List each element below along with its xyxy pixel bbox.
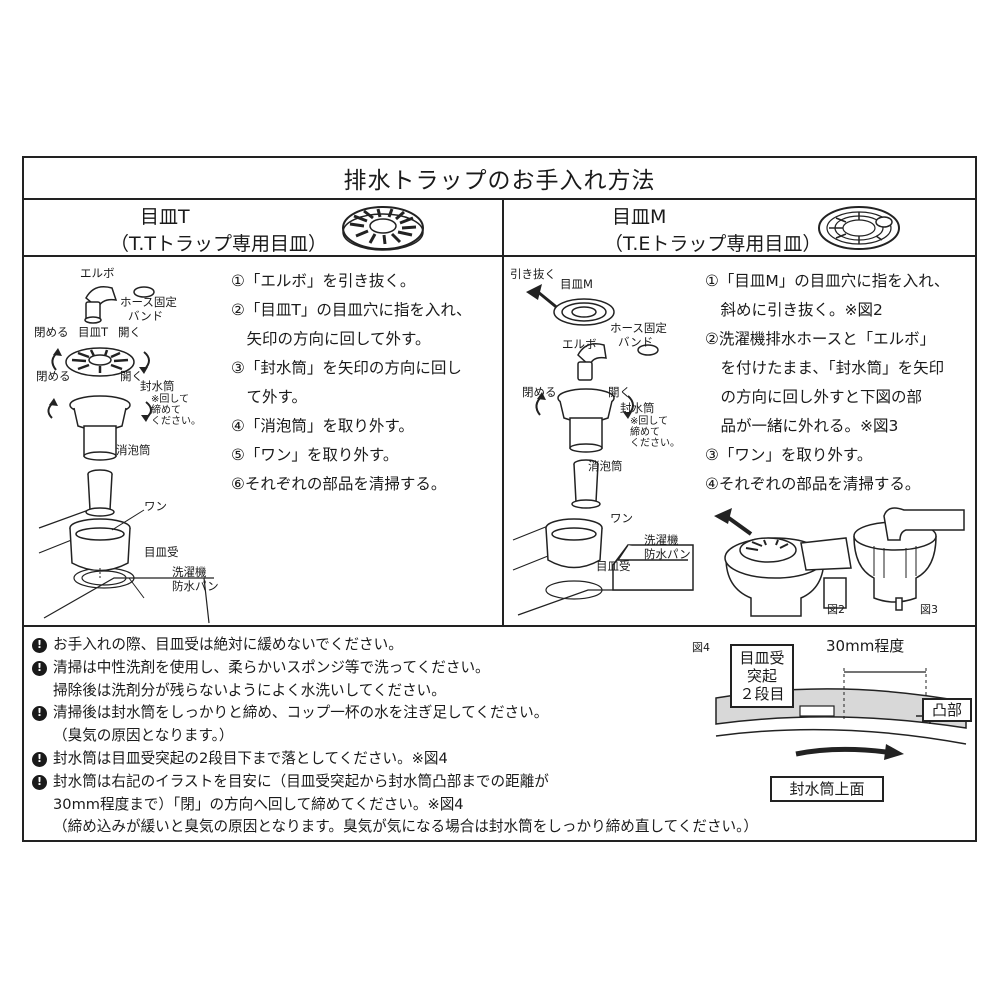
label-defoam-tube: 消泡筒 bbox=[588, 459, 623, 473]
fig3-illustration bbox=[853, 507, 965, 611]
warning-icon: ! bbox=[32, 774, 47, 790]
step-item: 矢印の方向に回して外す。 bbox=[231, 330, 431, 348]
label-note: ください。 bbox=[151, 416, 201, 427]
warning-icon: ! bbox=[32, 660, 47, 676]
warning-icon: ! bbox=[32, 637, 47, 653]
label-box-surface: 封水筒上面 bbox=[770, 776, 884, 802]
label-pan: 洗濯機 bbox=[644, 533, 679, 547]
label-close: 閉める bbox=[34, 325, 69, 339]
label-fig3: 図3 bbox=[920, 603, 938, 616]
note-item: !封水筒は右記のイラストを目安に（目皿受突起から封水筒凸部までの距離が bbox=[32, 771, 758, 794]
left-exploded-diagram bbox=[38, 286, 214, 624]
step-item: ③「封水筒」を矢印の方向に回し bbox=[231, 359, 462, 377]
label-medara-t: 目皿T bbox=[78, 325, 109, 339]
label-seal-tube: 封水筒 bbox=[620, 401, 655, 415]
divider bbox=[24, 625, 975, 627]
instruction-panel: 排水トラップのお手入れ方法 目皿T （T.Tトラップ専用目皿） 目皿M （T.E… bbox=[22, 156, 977, 842]
step-item: を付けたまま、「封水筒」を矢印 bbox=[705, 359, 945, 377]
left-header: 目皿T （T.Tトラップ専用目皿） bbox=[110, 204, 327, 258]
label-pan: 洗濯機 bbox=[172, 565, 207, 579]
step-item: ②洗濯機排水ホースと「エルボ」 bbox=[705, 330, 936, 348]
note-item: !清掃は中性洗剤を使用し、柔らかいスポンジ等で洗ってください。 bbox=[32, 657, 758, 680]
step-item: ④それぞれの部品を清掃する。 bbox=[705, 475, 921, 493]
note-item: !清掃後は封水筒をしっかりと締め、コップ一杯の水を注ぎ足してください。 bbox=[32, 702, 758, 725]
step-item: ①「目皿M」の目皿穴に指を入れ、 bbox=[705, 272, 950, 290]
divider bbox=[502, 198, 504, 625]
label-open: 開く bbox=[118, 325, 141, 339]
label-pull: 引き抜く bbox=[510, 267, 556, 281]
fig2-illustration bbox=[714, 508, 852, 617]
divider bbox=[24, 255, 975, 257]
medara-m-icon bbox=[818, 206, 900, 250]
label-seal-tube: 封水筒 bbox=[140, 379, 175, 393]
right-header-title: 目皿M bbox=[612, 206, 667, 228]
label-hose-band: バンド bbox=[128, 309, 164, 323]
step-item: ⑤「ワン」を取り外す。 bbox=[231, 446, 399, 464]
step-item: ①「エルボ」を引き抜く。 bbox=[231, 272, 416, 290]
left-header-title: 目皿T bbox=[140, 206, 190, 228]
label-pan: 防水パン bbox=[172, 579, 219, 593]
right-exploded-diagram bbox=[512, 284, 694, 616]
label-elbow: エルボ bbox=[562, 337, 597, 351]
note-item: 30mm程度まで）「閉」の方向へ回して締めてください。※図4 bbox=[53, 795, 464, 813]
notes-list: !お手入れの際、目皿受は絶対に緩めないでください。 !清掃は中性洗剤を使用し、柔… bbox=[32, 634, 758, 839]
label-box-convex: 凸部 bbox=[922, 698, 972, 722]
label-close: 閉める bbox=[522, 385, 557, 399]
label-note: 締めて bbox=[630, 427, 660, 438]
label-fig2: 図2 bbox=[827, 603, 845, 616]
label-distance: 30mm程度 bbox=[826, 637, 905, 655]
label-note: ※回して bbox=[151, 394, 190, 405]
divider bbox=[24, 198, 975, 200]
label-hose-band: バンド bbox=[618, 335, 654, 349]
step-item: ③「ワン」を取り外す。 bbox=[705, 446, 873, 464]
label-hose-band: ホース固定 bbox=[610, 321, 667, 335]
label-pan: 防水パン bbox=[644, 547, 691, 561]
left-header-subtitle: （T.Tトラップ専用目皿） bbox=[110, 233, 327, 255]
medara-t-icon bbox=[342, 206, 424, 251]
step-item: ④「消泡筒」を取り外す。 bbox=[231, 417, 414, 435]
note-item: （臭気の原因となります。） bbox=[53, 727, 234, 745]
label-note: 締めて bbox=[151, 405, 181, 416]
step-item: ②「目皿T」の目皿穴に指を入れ、 bbox=[231, 301, 472, 319]
note-item: 掃除後は洗剤分が残らないようによく水洗いしてください。 bbox=[53, 681, 446, 699]
right-header-subtitle: （T.Eトラップ専用目皿） bbox=[604, 233, 822, 255]
label-receiver: 目皿受 bbox=[596, 559, 631, 573]
label-open: 開く bbox=[120, 369, 143, 383]
label-open: 開く bbox=[608, 385, 631, 399]
label-fig4: 図4 bbox=[692, 641, 710, 654]
step-item: の方向に回し外すと下図の部 bbox=[705, 388, 923, 406]
label-note: ください。 bbox=[630, 438, 680, 449]
step-item: ⑥それぞれの部品を清掃する。 bbox=[231, 475, 447, 493]
label-hose-band: ホース固定 bbox=[120, 295, 177, 309]
warning-icon: ! bbox=[32, 706, 47, 722]
label-note: ※回して bbox=[630, 416, 669, 427]
label-elbow: エルボ bbox=[80, 266, 115, 280]
page-title: 排水トラップのお手入れ方法 bbox=[343, 168, 656, 194]
note-item: !お手入れの際、目皿受は絶対に緩めないでください。 bbox=[32, 634, 758, 657]
note-item: （締め込みが緩いと臭気の原因となります。臭気が気になる場合は封水筒をしっかり締め… bbox=[53, 818, 759, 836]
label-box-receiver: 目皿受 突起 ２段目 bbox=[730, 644, 794, 708]
label-close: 閉める bbox=[36, 369, 71, 383]
step-item: 品が一緒に外れる。※図3 bbox=[705, 417, 899, 435]
step-item: 斜めに引き抜く。※図2 bbox=[705, 301, 883, 319]
label-defoam-tube: 消泡筒 bbox=[116, 443, 151, 457]
step-item: て外す。 bbox=[231, 388, 307, 406]
label-medara-m: 目皿M bbox=[560, 277, 593, 291]
right-steps: ①「目皿M」の目皿穴に指を入れ、 斜めに引き抜く。※図2 ②洗濯機排水ホースと「… bbox=[705, 267, 949, 499]
left-steps: ①「エルボ」を引き抜く。 ②「目皿T」の目皿穴に指を入れ、 矢印の方向に回して外… bbox=[231, 267, 472, 499]
right-header: 目皿M （T.Eトラップ専用目皿） bbox=[604, 204, 821, 258]
note-item: !封水筒は目皿受突起の2段目下まで落としてください。※図4 bbox=[32, 748, 758, 771]
warning-icon: ! bbox=[32, 751, 47, 767]
label-wan: ワン bbox=[610, 511, 633, 525]
label-receiver: 目皿受 bbox=[144, 545, 179, 559]
label-wan: ワン bbox=[144, 499, 167, 513]
